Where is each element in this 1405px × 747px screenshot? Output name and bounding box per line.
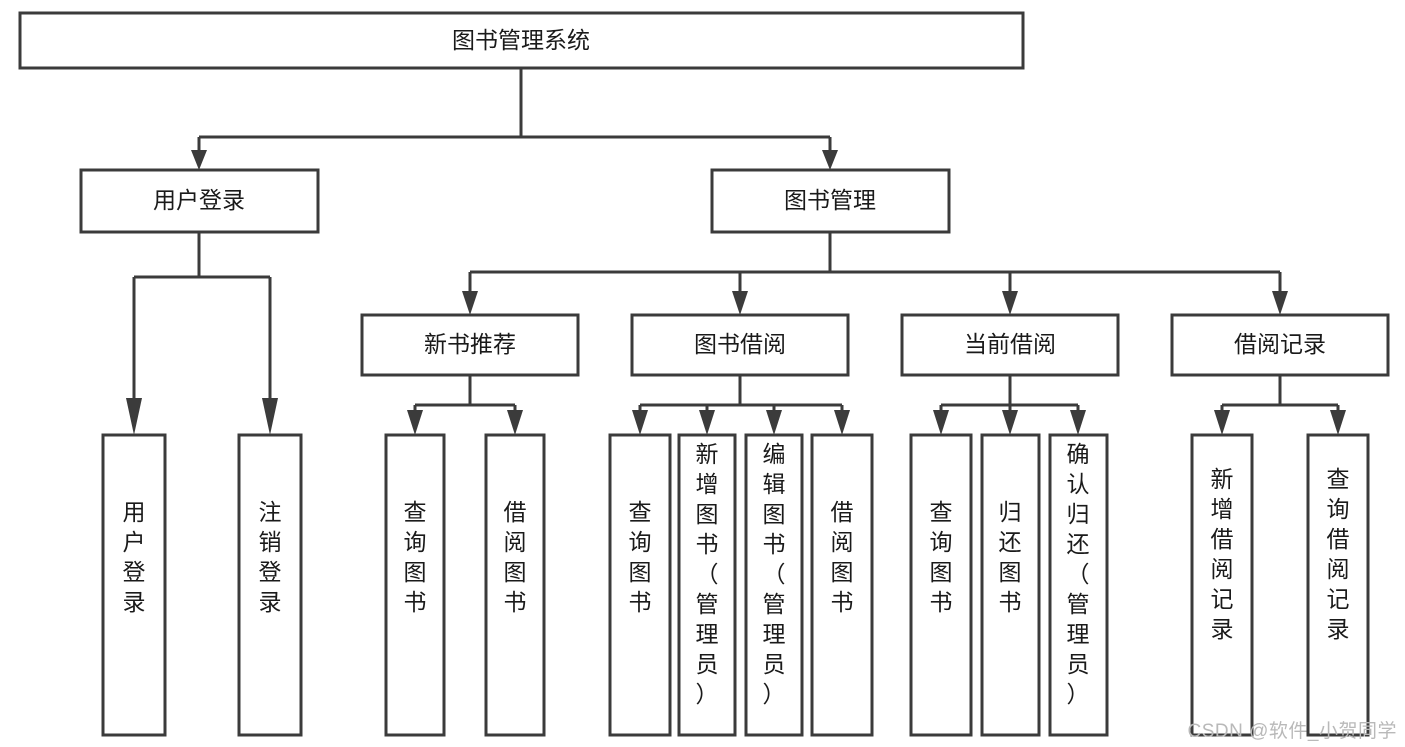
- connector-group-root-to-level2: [191, 68, 838, 170]
- node-newbook[interactable]: 新书推荐: [360, 313, 580, 377]
- arrowhead-leaf-10: [1002, 410, 1018, 435]
- node-leaf-13[interactable]: 查询借阅记录: [1306, 433, 1370, 737]
- node-records[interactable]: 借阅记录: [1170, 313, 1390, 377]
- node-leaf-1[interactable]: 用户登录: [101, 433, 167, 737]
- node-leaf-10-box[interactable]: [980, 433, 1041, 737]
- node-current-box[interactable]: [900, 313, 1120, 377]
- arrowhead-leaf-12: [1214, 410, 1230, 435]
- connector-group-current-to-leaves: [933, 375, 1086, 435]
- node-leaf-8-label: 借阅图书: [831, 499, 854, 615]
- node-leaf-9-box[interactable]: [909, 433, 973, 737]
- node-leaf-4-label: 借阅图书: [504, 499, 527, 615]
- node-bookmgmt[interactable]: 图书管理: [710, 168, 951, 234]
- arrowhead-leaf-1: [126, 398, 142, 435]
- node-leaf-8[interactable]: 借阅图书: [810, 433, 874, 737]
- arrowhead-leaf-6: [699, 410, 715, 435]
- arrowhead-leaf-9: [933, 410, 949, 435]
- arrowhead-leaf-11: [1070, 410, 1086, 435]
- node-leaf-10-label: 归还图书: [999, 499, 1022, 615]
- node-leaf-6[interactable]: 新增图书（管理员）: [677, 433, 737, 737]
- node-leaf-2-label: 注销登录: [259, 499, 282, 615]
- arrowhead-current: [1002, 291, 1018, 315]
- node-leaf-12[interactable]: 新增借阅记录: [1190, 433, 1254, 737]
- node-leaf-1-label: 用户登录: [123, 499, 146, 615]
- arrowhead-leaf-4: [507, 410, 523, 435]
- node-login[interactable]: 用户登录: [79, 168, 320, 234]
- node-newbook-label: 新书推荐: [424, 331, 516, 357]
- node-leaf-3-label: 查询图书: [404, 499, 427, 615]
- connector-group-login-to-leaves: [126, 232, 278, 435]
- node-leaf-3[interactable]: 查询图书: [384, 433, 446, 737]
- csdn-watermark: CSDN @软件_小贺同学: [1187, 721, 1397, 742]
- node-login-label: 用户登录: [153, 187, 245, 213]
- node-leaf-5[interactable]: 查询图书: [608, 433, 672, 737]
- node-records-box[interactable]: [1170, 313, 1390, 377]
- node-borrow-box[interactable]: [630, 313, 850, 377]
- node-leaf-13-box[interactable]: [1306, 433, 1370, 737]
- node-leaf-12-box[interactable]: [1190, 433, 1254, 737]
- arrowhead-leaf-3: [407, 410, 423, 435]
- arrowhead-leaf-5: [632, 410, 648, 435]
- node-current-label: 当前借阅: [964, 331, 1056, 357]
- node-leaf-2[interactable]: 注销登录: [237, 433, 303, 737]
- node-leaf-4-box[interactable]: [484, 433, 546, 737]
- node-current[interactable]: 当前借阅: [900, 313, 1120, 377]
- node-leaf-12-label: 新增借阅记录: [1211, 466, 1234, 642]
- node-leaf-6-box[interactable]: [677, 433, 737, 737]
- connector-group-records-to-leaves: [1214, 375, 1346, 435]
- node-leaf-9[interactable]: 查询图书: [909, 433, 973, 737]
- node-leaf-9-label: 查询图书: [930, 499, 953, 615]
- node-root-box[interactable]: [18, 11, 1025, 70]
- node-borrow[interactable]: 图书借阅: [630, 313, 850, 377]
- connector-group-bookmgmt-to-level3: [462, 232, 1288, 315]
- arrowhead-borrow: [732, 291, 748, 315]
- node-root-label: 图书管理系统: [452, 27, 590, 53]
- node-leaf-1-box[interactable]: [101, 433, 167, 737]
- node-leaf-4[interactable]: 借阅图书: [484, 433, 546, 737]
- arrowhead-leaf-2: [262, 398, 278, 435]
- node-leaf-2-box[interactable]: [237, 433, 303, 737]
- node-leaf-7[interactable]: 编辑图书（管理员）: [744, 433, 804, 737]
- node-records-label: 借阅记录: [1234, 331, 1326, 357]
- node-newbook-box[interactable]: [360, 313, 580, 377]
- node-leaf-11-label: 确认归还（管理员）: [1067, 441, 1090, 707]
- node-leaf-13-label: 查询借阅记录: [1327, 466, 1350, 642]
- node-leaf-3-box[interactable]: [384, 433, 446, 737]
- node-leaf-5-box[interactable]: [608, 433, 672, 737]
- node-leaf-7-label: 编辑图书（管理员）: [763, 441, 786, 707]
- arrowhead-records: [1272, 291, 1288, 315]
- node-leaf-8-box[interactable]: [810, 433, 874, 737]
- connector-group-borrow-to-leaves: [632, 375, 850, 435]
- arrowhead-to-login: [191, 150, 207, 170]
- node-leaf-6-label: 新增图书（管理员）: [696, 441, 719, 707]
- node-login-box[interactable]: [79, 168, 320, 234]
- arrowhead-leaf-13: [1330, 410, 1346, 435]
- node-borrow-label: 图书借阅: [694, 331, 786, 357]
- node-root[interactable]: 图书管理系统: [18, 11, 1025, 70]
- node-leaf-5-label: 查询图书: [629, 499, 652, 615]
- arrowhead-leaf-8: [834, 410, 850, 435]
- node-bookmgmt-label: 图书管理: [784, 187, 876, 213]
- node-bookmgmt-box[interactable]: [710, 168, 951, 234]
- connector-group-newbook-to-leaves: [407, 375, 523, 435]
- arrowhead-newbook: [462, 291, 478, 315]
- node-leaf-11[interactable]: 确认归还（管理员）: [1048, 433, 1109, 737]
- arrowhead-leaf-7: [766, 410, 782, 435]
- arrowhead-to-bookmgmt: [822, 150, 838, 170]
- node-leaf-10[interactable]: 归还图书: [980, 433, 1041, 737]
- node-leaf-11-box[interactable]: [1048, 433, 1109, 737]
- node-leaf-7-box[interactable]: [744, 433, 804, 737]
